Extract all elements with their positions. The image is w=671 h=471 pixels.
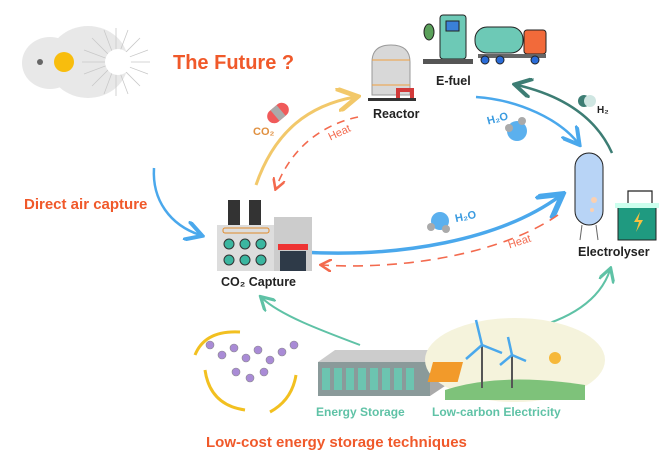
- electrolyser-icon: [574, 152, 659, 241]
- co2-label: CO₂: [253, 126, 275, 138]
- reactor-icon: [368, 44, 416, 101]
- electrolyser-to-efuel-arrow: [517, 85, 614, 154]
- h2-label: H₂: [597, 105, 609, 116]
- reactor-label: Reactor: [373, 107, 420, 121]
- h2o-molecule-icon: [427, 212, 450, 233]
- direct-air-capture-label: Direct air capture: [24, 196, 148, 213]
- sun-earth-icon: [22, 26, 150, 98]
- co2-capture-label: CO₂ Capture: [221, 275, 297, 289]
- capture-to-electrolyser-arrow: [299, 196, 560, 255]
- electrolyser-label: Electrolyser: [578, 245, 650, 259]
- efuel-to-electrolyser-arrow: [475, 95, 578, 143]
- co2-to-reactor-arrow: [254, 97, 355, 186]
- heat-to-capture-arrow: [276, 116, 359, 188]
- low-cost-storage-label: Low-cost energy storage techniques: [206, 434, 467, 451]
- co2-molecule-icon: [267, 102, 289, 124]
- co2-capture-factory-icon: [217, 200, 312, 271]
- efuel-label: E-fuel: [436, 74, 471, 88]
- molecule-structure-icon: [193, 330, 299, 414]
- low-carbon-electricity-label: Low-carbon Electricity: [432, 405, 561, 419]
- page-title: The Future ?: [173, 52, 295, 74]
- h2o-molecule-icon: [505, 117, 527, 141]
- energy-storage-label: Energy Storage: [316, 405, 405, 419]
- storage-to-capture-arrow: [262, 298, 361, 346]
- low-carbon-electricity-icon: [425, 318, 605, 402]
- air-to-capture-arrow: [152, 167, 200, 235]
- energy-storage-icon: [318, 350, 448, 396]
- h2-molecule-icon: [578, 95, 596, 107]
- efuel-station-icon: [423, 14, 547, 65]
